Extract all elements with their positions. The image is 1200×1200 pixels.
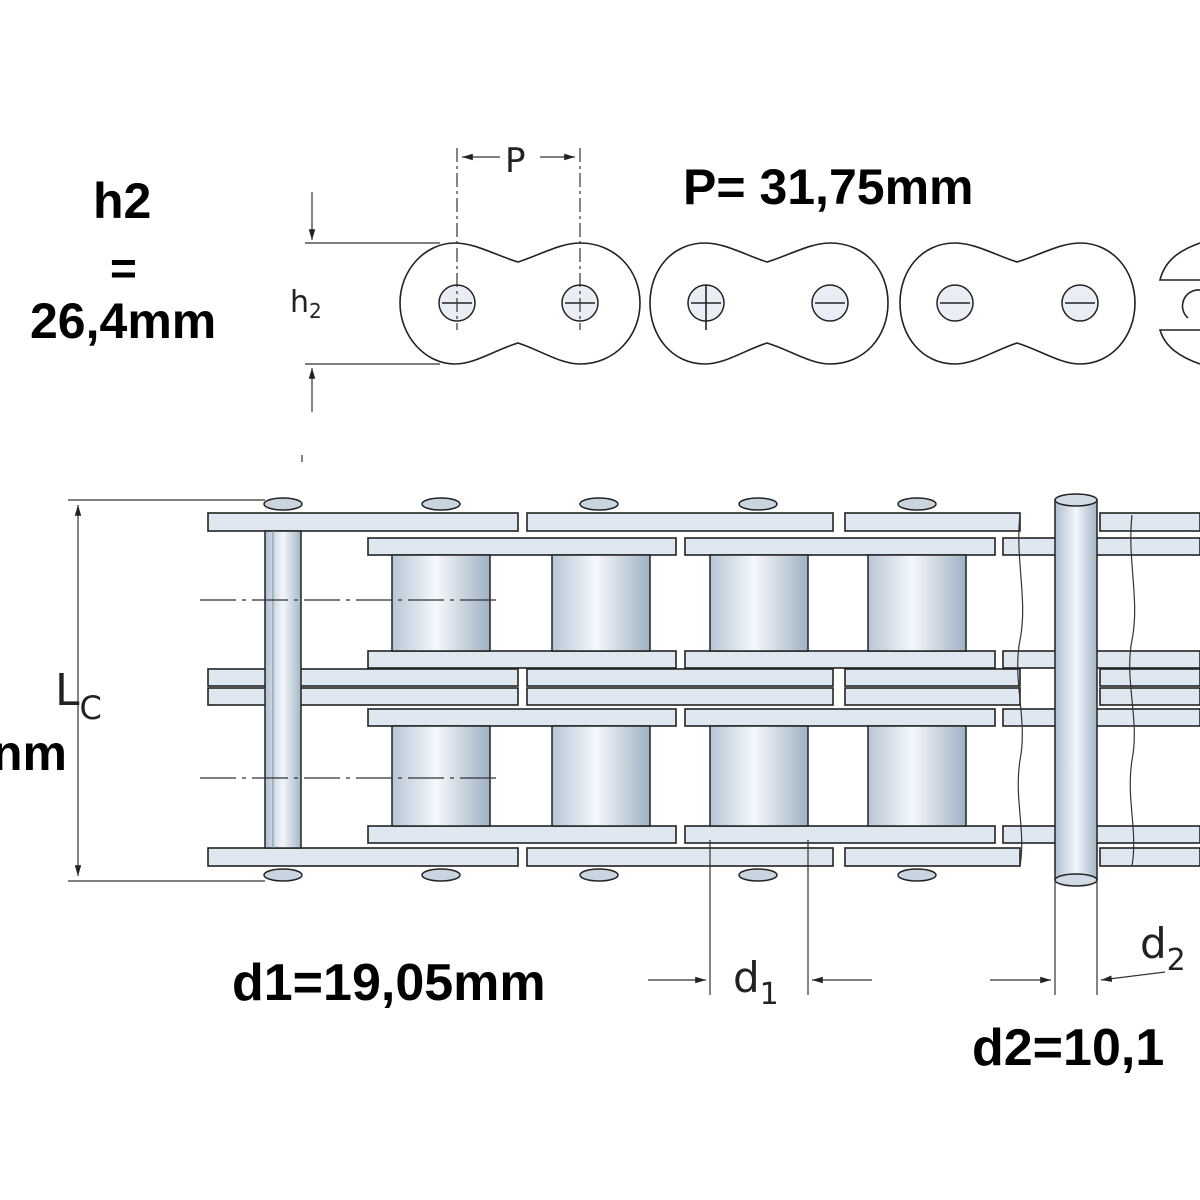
middle-plate <box>1099 687 1200 706</box>
pin-hole <box>1061 284 1099 322</box>
inner-plate <box>1002 825 1200 844</box>
inner-plate <box>1002 650 1200 669</box>
outer-plate <box>844 512 1021 532</box>
outer-plate <box>1099 847 1200 867</box>
inner-plate <box>367 537 677 556</box>
middle-plate <box>844 668 1021 687</box>
d2-value: d2=10,1 <box>972 1019 1164 1077</box>
pin-hole <box>936 284 974 322</box>
d2-symbol: d2 <box>1140 919 1186 978</box>
inner-plate <box>1002 537 1200 556</box>
middle-plate <box>844 687 1021 706</box>
roller <box>867 725 967 827</box>
inner-plate <box>684 825 996 844</box>
roller <box>709 725 809 827</box>
roller <box>551 725 651 827</box>
inner-plate <box>684 537 996 556</box>
inner-plate <box>1002 708 1200 727</box>
pitch-value: P= 31,75mm <box>683 159 973 215</box>
roller <box>709 554 809 652</box>
pin-head <box>738 868 778 882</box>
h2-symbol: h2 <box>290 285 322 323</box>
d1-symbol: d1 <box>733 953 779 1012</box>
pin-head <box>579 868 619 882</box>
outer-plate <box>526 512 834 532</box>
break-line <box>1017 514 1024 867</box>
d2-arrow-right <box>1100 971 1166 982</box>
roller <box>867 554 967 652</box>
break-line <box>1129 514 1136 867</box>
pin-head <box>263 497 303 511</box>
chain-side-view: P h2 <box>290 141 1200 462</box>
h2-title: h2 <box>93 173 151 229</box>
chain-side-outline-2 <box>649 242 889 365</box>
roller <box>391 554 491 652</box>
outer-plate <box>844 847 1021 867</box>
chain-side-outline <box>399 242 641 365</box>
sectioned-pin <box>1054 499 1098 881</box>
middle-plate <box>207 668 519 687</box>
middle-plate <box>526 668 834 687</box>
sectioned-pin-bottom <box>1054 873 1098 887</box>
pin <box>264 530 302 849</box>
pin-hole <box>811 284 849 322</box>
chain-top-view: LC nm <box>0 493 1200 1012</box>
sectioned-pin-top <box>1054 493 1098 507</box>
inner-plate <box>367 825 677 844</box>
pitch-symbol: P <box>505 141 526 181</box>
chain-side-outline-4 <box>1158 242 1200 281</box>
pin-head <box>579 497 619 511</box>
outer-plate <box>1099 512 1200 532</box>
middle-plate <box>526 687 834 706</box>
pin-head <box>738 497 778 511</box>
pin-hole-partial <box>1181 289 1200 319</box>
outer-plate <box>526 847 834 867</box>
lc-value-fragment: nm <box>0 725 67 781</box>
middle-plate <box>1099 668 1200 687</box>
roller <box>391 725 491 827</box>
inner-plate <box>684 650 996 669</box>
roller <box>551 554 651 652</box>
pin-head <box>421 497 461 511</box>
inner-plate <box>367 708 677 727</box>
lc-symbol: LC <box>55 665 102 727</box>
inner-plate <box>684 708 996 727</box>
outer-plate <box>207 512 519 532</box>
middle-plate <box>207 687 519 706</box>
inner-plate <box>367 650 677 669</box>
h2-value: 26,4mm <box>30 293 216 349</box>
pin-head <box>897 497 937 511</box>
d1-value: d1=19,05mm <box>232 954 546 1012</box>
pin-head <box>421 868 461 882</box>
pin-head <box>263 868 303 882</box>
chain-side-outline-4b <box>1158 329 1200 365</box>
chain-side-outline-3 <box>899 242 1136 365</box>
outer-plate <box>207 847 519 867</box>
pin-hole <box>687 284 725 330</box>
h2-equals: = <box>110 242 137 294</box>
pin-head <box>897 868 937 882</box>
